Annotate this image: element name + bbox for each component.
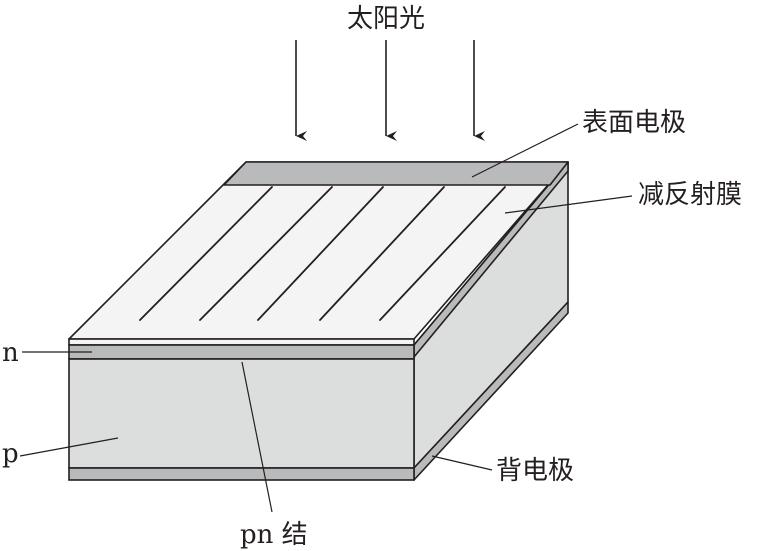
label-back-electrode: 背电极 [496,456,574,486]
surface-electrode-bar [223,161,569,186]
front-face [68,338,415,481]
leader-surface-electrode [471,123,579,178]
label-sunlight: 太阳光 [347,4,425,34]
finger-electrode [379,186,506,321]
front-top-film [68,338,415,346]
label-p-layer: p [2,439,19,469]
leader-pn-junction [241,361,273,513]
n-layer [68,344,415,360]
label-antireflection-film: 减反射膜 [638,180,742,210]
leader-p [19,437,119,457]
leader-back-electrode [431,455,493,471]
label-pn-junction: pn 结 [240,520,308,550]
back-electrode-layer [68,467,415,481]
sunlight-arrows [295,40,485,141]
label-n-layer: n [2,338,19,368]
finger-electrode [139,186,273,321]
label-surface-electrode: 表面电极 [582,108,686,138]
p-layer [68,358,415,469]
finger-electrodes [139,186,506,321]
finger-electrode [199,186,333,321]
leader-antireflection-film [504,195,633,214]
finger-electrode [319,186,445,321]
leader-lines [19,123,633,513]
finger-electrode [257,186,384,321]
right-side-face [413,161,569,481]
